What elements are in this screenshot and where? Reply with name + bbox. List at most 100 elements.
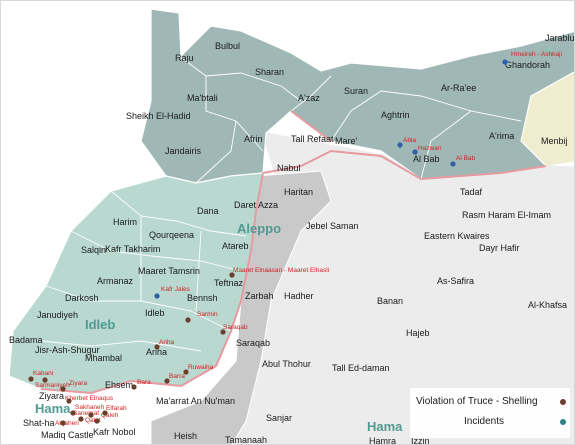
- truce-line: [40, 110, 547, 395]
- place-ghandorah: Ghandorah: [505, 60, 550, 70]
- place-kafr-takharim: Kafr Takharim: [105, 244, 160, 254]
- event-label-qalat: Qalat: [85, 417, 101, 424]
- place-armanaz: Armanaz: [97, 276, 134, 286]
- place-menbij: Menbij: [541, 136, 568, 146]
- place-aghtrin: Aghtrin: [381, 110, 410, 120]
- place-tall-refaat: Tall Refaat: [291, 134, 334, 144]
- incident-marker-al-bab: [450, 161, 456, 167]
- place-ehsem: Ehsem: [105, 380, 133, 390]
- legend-row-incidents: Incidents: [464, 416, 566, 427]
- place-salqin: Salqin: [81, 245, 106, 255]
- place-maaret-tamsrin: Maaret Tamsrin: [138, 266, 200, 276]
- place-as-safira: As-Safira: [437, 276, 474, 286]
- place-mabtali: Ma'btali: [187, 93, 218, 103]
- place-atareb: Atareb: [222, 241, 249, 251]
- place-teftnaz: Teftnaz: [214, 278, 244, 288]
- place-dana: Dana: [197, 206, 219, 216]
- place-raju: Raju: [175, 53, 194, 63]
- place-jisr-ash-shugur: Jisr-Ash-Shugur: [35, 345, 100, 355]
- place-azaz: A'zaz: [298, 93, 320, 103]
- event-label-qaleh: Qaleh: [101, 412, 119, 419]
- place-shat-ha: Shat-ha: [23, 418, 55, 428]
- place-madiq-castle: Madiq Castle: [41, 430, 94, 440]
- event-label-ariha: Ariha: [159, 339, 175, 346]
- district-borders: [40, 55, 522, 352]
- shelling-marker: [60, 386, 66, 392]
- place-maarrat-an-numan: Ma'arrat An Nu'man: [156, 396, 235, 406]
- shelling-marker: [229, 272, 235, 278]
- region-label-idleb: Idleb: [85, 317, 115, 332]
- incident-marker-hazwan: [412, 149, 418, 155]
- legend-row-shelling: Violation of Truce - Shelling: [416, 396, 566, 407]
- place-harim: Harim: [113, 217, 137, 227]
- place-jandairis: Jandairis: [165, 146, 202, 156]
- turkey-region: [521, 72, 574, 166]
- place-heish: Heish: [174, 431, 197, 441]
- place-mhambal: Mhambal: [85, 353, 122, 363]
- event-label-hazwan: Hazwan: [418, 145, 442, 152]
- event-label-kabani: Kabani: [33, 370, 53, 377]
- event-label-alqaheri: Alqaheri: [55, 420, 79, 427]
- incident-marker-hmeireh: [502, 59, 508, 65]
- place-banan: Banan: [377, 296, 403, 306]
- shelling-marker: [28, 376, 34, 382]
- place-saraqab: Saraqab: [236, 338, 270, 348]
- event-label-hmeireh-ashkaji: Hmeireh - Ashkaji: [511, 51, 562, 58]
- region-label-hama-bottom: Hama: [367, 419, 403, 434]
- place-sharan: Sharan: [255, 67, 284, 77]
- event-label-sanemat: Sanemat: [73, 410, 99, 417]
- shelling-marker: [88, 412, 94, 418]
- place-jarablus: Jarablu: [545, 33, 575, 43]
- place-bennsh: Bennsh: [187, 293, 218, 303]
- place-dayr-hafir: Dayr Hafir: [479, 243, 520, 253]
- place-hamra: Hamra: [369, 436, 396, 445]
- place-suran: Suran: [344, 86, 368, 96]
- place-ar-raee: Ar-Ra'ee: [441, 83, 476, 93]
- shelling-marker: [183, 369, 189, 375]
- shelling-marker: [102, 410, 108, 416]
- place-izzin: Izzin: [411, 436, 430, 445]
- place-jebel-saman: Jebel Saman: [306, 221, 359, 231]
- legend-incidents-label: Incidents: [464, 416, 505, 427]
- place-labels: Jarablu Bulbul Raju Sharan Ma'btali Shei…: [9, 33, 575, 445]
- event-label-bara: Bara: [137, 379, 151, 386]
- event-label-ruwaiha: Ruwaiha: [188, 364, 214, 371]
- shelling-marker: [164, 378, 170, 384]
- event-label-barra: Barra: [169, 373, 185, 380]
- place-sanjar: Sanjar: [266, 413, 292, 423]
- shelling-marker: [154, 344, 160, 350]
- incident-marker-abla: [397, 142, 403, 148]
- place-afrin: Afrin: [244, 134, 263, 144]
- legend-shelling-dot-icon: [560, 398, 566, 405]
- region-label-hama-left: Hama: [35, 401, 71, 416]
- region-label-aleppo: Aleppo: [237, 221, 281, 236]
- place-sheikh-el-hadid: Sheikh El-Hadid: [126, 111, 191, 121]
- place-al-bab: Al Bab: [413, 154, 440, 164]
- event-label-kherbet-elnaqus: Kherbet Elnaqus: [65, 395, 114, 402]
- place-nabul: Nabul: [277, 163, 301, 173]
- place-idleb-town: Idleb: [145, 308, 165, 318]
- event-label-maaret-elnaasan: Maaret Elnaasan - Maaret Elhasli: [233, 267, 329, 274]
- legend-shelling-label: Violation of Truce - Shelling: [416, 396, 538, 407]
- place-daret-azza: Daret Azza: [234, 200, 278, 210]
- legend: Violation of Truce - Shelling Incidents: [410, 388, 570, 438]
- place-rasm-haram: Rasm Haram El-Imam: [462, 210, 551, 220]
- shelling-marker: [185, 317, 191, 323]
- event-label-saraqab: Saraqab: [223, 324, 248, 331]
- event-label-ziyara: Ziyara: [69, 380, 87, 387]
- event-label-abla: Abla: [403, 137, 416, 144]
- place-bulbul: Bulbul: [215, 41, 240, 51]
- place-hadher: Hadher: [284, 291, 314, 301]
- place-janudiyeh: Janudiyeh: [37, 310, 78, 320]
- legend-incidents-dot-icon: [560, 418, 566, 425]
- place-badama: Badama: [9, 335, 43, 345]
- grey-region: [150, 170, 332, 444]
- event-labels: Hmeireh - Ashkaji Abla Hazwan Al Bab Maa…: [33, 51, 562, 427]
- place-al-khafsa: Al-Khafsa: [528, 300, 567, 310]
- shelling-marker: [94, 418, 100, 424]
- event-label-sarmaniyeh: Sarmaniyeh: [35, 382, 70, 389]
- place-eastern-kwaires: Eastern Kwaires: [424, 231, 490, 241]
- place-abul-thohur: Abul Thohur: [262, 359, 311, 369]
